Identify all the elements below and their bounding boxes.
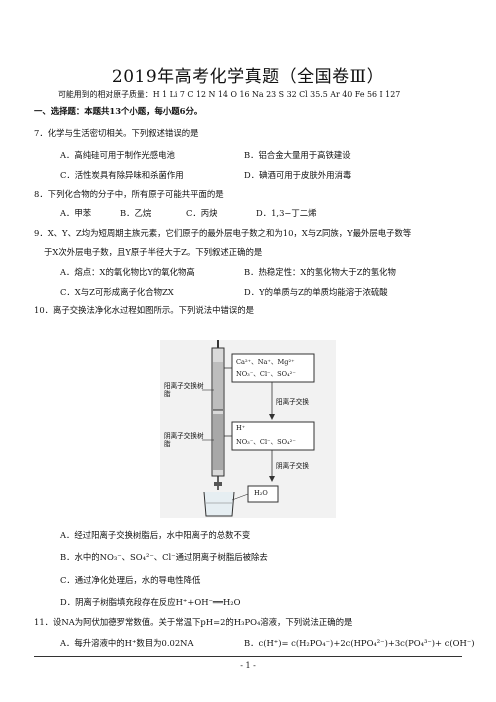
box3-water: H₂O: [254, 489, 268, 497]
ion-exchange-figure: 阳离子交换树脂 阴离子交换树脂 Ca²⁺、Na⁺、Mg²⁺ NO₃⁻、Cl⁻、S…: [160, 340, 336, 518]
q10-stem: 10．离子交换法净化水过程如图所示。下列说法中错误的是: [34, 305, 255, 315]
cation-resin-label: 阳离子交换树脂: [164, 382, 204, 398]
q11-option-b: B．c(H⁺)= c(H₂PO₄⁻)+2c(HPO₄²⁻)+3c(PO₄³⁻)+…: [244, 638, 475, 648]
q7-option-a: A．高纯硅可用于制作光感电池: [60, 150, 175, 160]
page-title: 2019年高考化学真题（全国卷Ⅲ）: [111, 67, 385, 87]
box1-line1: Ca²⁺、Na⁺、Mg²⁺: [236, 358, 295, 366]
footer-rule: [34, 656, 462, 657]
q9-option-d: D．Y的单质与Z的单质均能溶于浓硫酸: [244, 287, 388, 297]
q8-option-b: B．乙烷: [120, 208, 152, 218]
q10-option-a: A．经过阳离子交换树脂后，水中阳离子的总数不变: [60, 530, 251, 540]
box1-line2: NO₃⁻、Cl⁻、SO₄²⁻: [236, 370, 296, 378]
q7-option-d: D．碘酒可用于皮肤外用消毒: [244, 170, 352, 180]
section-heading: 一、选择题：本题共13个小题，每小题6分。: [34, 106, 203, 116]
q9-stem-line2: 于X次外层电子数，且Y原子半径大于Z。下列叙述正确的是: [44, 247, 263, 257]
q8-option-a: A．甲苯: [60, 208, 92, 218]
anion-exchange-label: 阴离子交换: [276, 462, 309, 470]
box2-line1: H⁺: [236, 424, 246, 432]
cation-exchange-label: 阳离子交换: [276, 398, 309, 406]
q11-stem: 11．设NA为阿伏加德罗常数值。关于常温下pH=2的H₃PO₄溶液，下列说法正确…: [34, 617, 353, 627]
q8-stem: 8．下列化合物的分子中，所有原子可能共平面的是: [34, 189, 224, 199]
q10-option-c: C．通过净化处理后，水的导电性降低: [60, 575, 201, 585]
q11-option-a: A．每升溶液中的H⁺数目为0.02NA: [60, 638, 194, 648]
q8-option-d: D．1,3−丁二烯: [256, 208, 317, 218]
q7-option-c: C．活性炭具有除异味和杀菌作用: [60, 170, 184, 180]
q7-stem: 7．化学与生活密切相关。下列叙述错误的是: [34, 128, 199, 138]
q9-option-a: A．熔点：X的氧化物比Y的氧化物高: [60, 267, 195, 277]
q8-option-c: C．丙炔: [186, 208, 218, 218]
q10-option-b: B．水中的NO₃⁻、SO₄²⁻、Cl⁻通过阴离子树脂后被除去: [60, 552, 268, 562]
q9-stem-line1: 9．X、Y、Z均为短周期主族元素，它们原子的最外层电子数之和为10，X与Z同族，…: [34, 228, 412, 238]
anion-resin-label: 阴离子交换树脂: [164, 432, 204, 448]
page-number: - 1 -: [240, 661, 256, 670]
box2-line2: NO₃⁻、Cl⁻、SO₄²⁻: [236, 438, 296, 446]
q9-option-b: B．热稳定性：X的氢化物大于Z的氢化物: [244, 267, 396, 277]
q10-option-d: D．阴离子树脂填充段存在反应H⁺+OH⁻══H₂O: [60, 597, 241, 607]
atomic-masses: 可能用到的相对原子质量：H 1 Li 7 C 12 N 14 O 16 Na 2…: [58, 90, 401, 99]
q9-option-c: C．X与Z可形成离子化合物ZX: [60, 287, 174, 297]
q7-option-b: B．铝合金大量用于高铁建设: [244, 150, 351, 160]
